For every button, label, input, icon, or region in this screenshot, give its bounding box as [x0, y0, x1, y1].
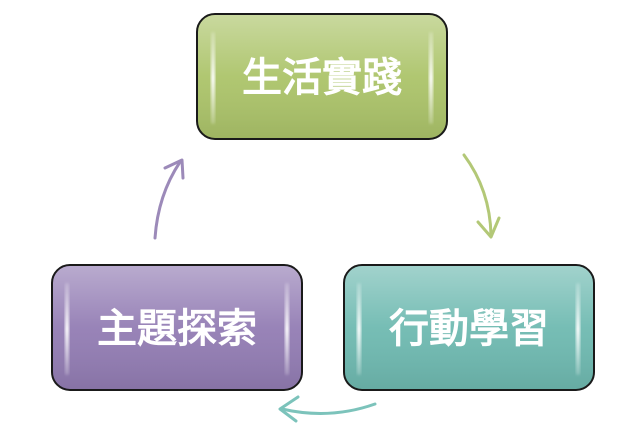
arrow-left-to-top: [153, 158, 185, 240]
arrow-top-to-right: [462, 153, 501, 239]
node-top: 生活實踐: [196, 13, 448, 140]
node-left: 主題探索: [51, 264, 303, 391]
arrow-right-to-left: [278, 395, 377, 423]
node-label-right: 行動學習: [389, 306, 549, 352]
node-label-left: 主題探索: [97, 306, 257, 352]
node-right: 行動學習: [343, 264, 595, 391]
node-label-top: 生活實踐: [242, 55, 402, 101]
